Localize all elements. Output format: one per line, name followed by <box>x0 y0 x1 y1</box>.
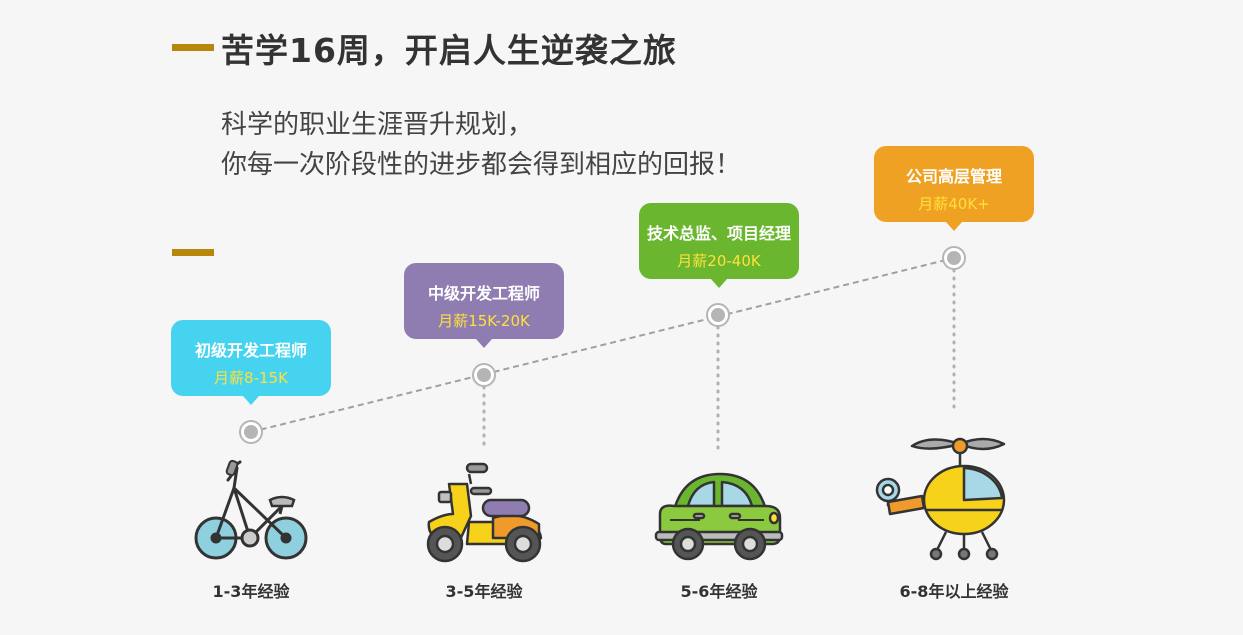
stage-2-salary: 月薪15K-20K <box>438 312 530 330</box>
stage-1-bubble: 初级开发工程师 月薪8-15K <box>171 320 331 405</box>
stage-1-role: 初级开发工程师 <box>194 341 307 360</box>
subtitle-line-1: 科学的职业生涯晋升规划， <box>221 110 534 140</box>
section-accent-bar <box>172 249 214 256</box>
bicycle-icon <box>194 459 308 560</box>
helicopter-icon <box>875 437 1006 561</box>
stage-2-experience: 3-5年经验 <box>445 582 523 601</box>
stage-4-salary: 月薪40K+ <box>918 195 990 213</box>
stage-node-3 <box>706 303 730 327</box>
stage-2-role: 中级开发工程师 <box>427 284 540 303</box>
stage-2-bubble: 中级开发工程师 月薪15K-20K <box>404 263 564 348</box>
stage-node-4 <box>942 246 966 270</box>
stage-4-experience: 6-8年以上经验 <box>899 582 1009 601</box>
stage-node-1 <box>239 420 263 444</box>
stage-1-experience: 1-3年经验 <box>212 582 290 601</box>
subtitle-line-2: 你每一次阶段性的进步都会得到相应的回报！ <box>221 150 742 180</box>
stage-3-role: 技术总监、项目经理 <box>646 224 791 243</box>
title-accent-bar <box>172 44 214 51</box>
car-icon <box>654 472 784 561</box>
stage-3-experience: 5-6年经验 <box>680 582 758 601</box>
stage-3-bubble: 技术总监、项目经理 月薪20-40K <box>639 203 799 288</box>
stage-4-role: 公司高层管理 <box>905 167 1002 186</box>
stage-4-bubble: 公司高层管理 月薪40K+ <box>874 146 1034 231</box>
scooter-icon <box>426 462 543 563</box>
stage-1-salary: 月薪8-15K <box>214 369 288 387</box>
stage-3-salary: 月薪20-40K <box>677 252 761 270</box>
page-title: 苦学16周，开启人生逆袭之旅 <box>221 31 677 70</box>
stage-node-2 <box>472 363 496 387</box>
